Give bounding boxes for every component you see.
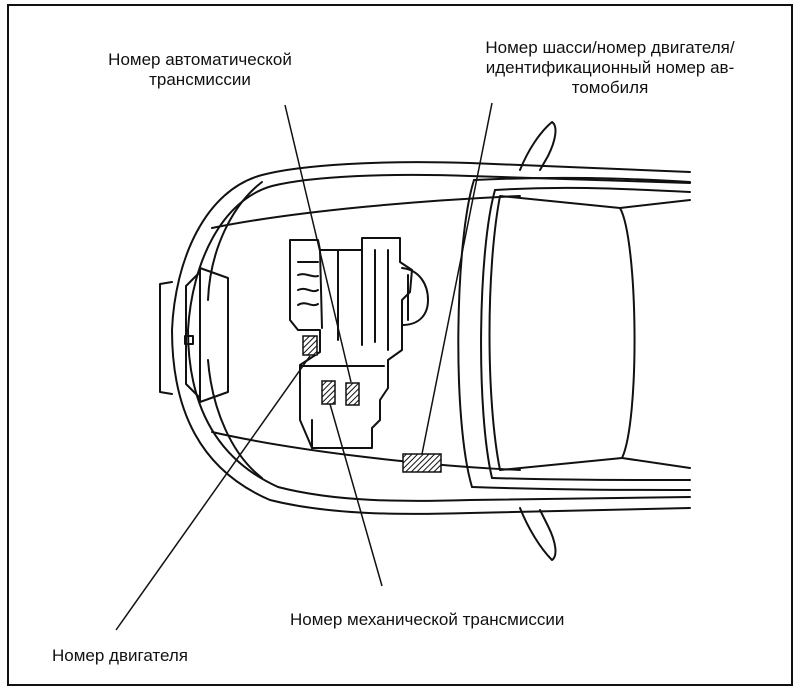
diagram-frame bbox=[7, 4, 793, 686]
label-manual-transmission: Номер механической трансмиссии bbox=[290, 610, 565, 629]
leader-line-chassis-vin bbox=[421, 102, 493, 455]
label-automatic-transmission: Номер автоматической трансмиссии bbox=[80, 50, 320, 90]
leader-line-manual-transmission bbox=[329, 403, 383, 587]
leader-line-automatic-transmission bbox=[284, 104, 352, 383]
manual-transmission-number-plate bbox=[321, 380, 336, 405]
engine-number-plate bbox=[302, 335, 318, 356]
label-chassis-engine-vin: Номер шасси/номер двигателя/ идентификац… bbox=[440, 38, 780, 98]
label-automatic-transmission-line-2: трансмиссии bbox=[149, 70, 251, 89]
car-outline bbox=[159, 121, 691, 561]
label-chassis-line-1: Номер шасси/номер двигателя/ bbox=[485, 38, 735, 57]
label-engine: Номер двигателя bbox=[52, 646, 189, 665]
chassis-vin-plate bbox=[402, 453, 442, 473]
label-automatic-transmission-line-1: Номер автоматической bbox=[108, 50, 292, 69]
label-chassis-line-3: томобиля bbox=[571, 78, 649, 97]
leader-line-engine bbox=[115, 355, 311, 631]
label-chassis-line-2: идентификационный номер ав- bbox=[485, 58, 735, 77]
automatic-transmission-number-plate bbox=[345, 382, 360, 406]
